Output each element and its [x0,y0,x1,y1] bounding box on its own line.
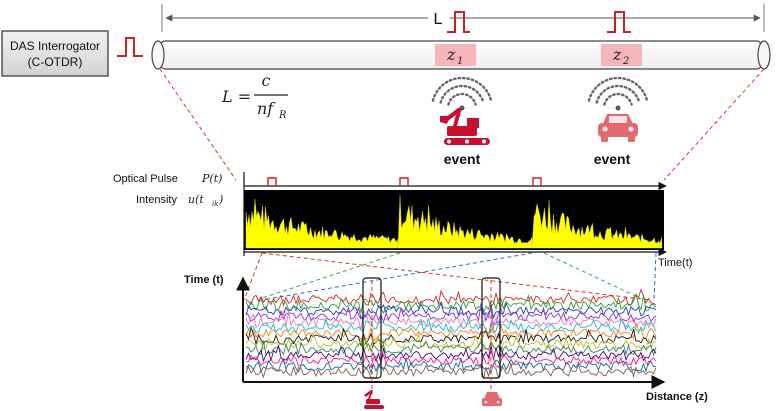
waterfall-trace [245,292,657,315]
fiber-length-label: L [434,11,443,28]
vibration-arc [431,76,493,102]
interrogator-box: DAS Interrogator (C-OTDR) [1,30,109,77]
intensity-trace [245,195,663,249]
formula-lhs: L = [221,87,251,106]
event-z2-label: event [594,151,631,167]
optical-pulse-symbol: P(t) [201,172,222,185]
waterfall-x-label: Distance (z) [646,391,708,403]
vibration-arc [603,92,633,106]
waterfall-trace [245,309,657,331]
waterfall-trace [245,288,657,308]
projection-line [543,252,641,299]
waterfall-traces [245,288,657,380]
pulse-mark [399,177,409,186]
waterfall-trace [245,301,657,320]
excavator-icon [364,390,384,409]
event-z1-label: event [444,151,481,167]
pulse-mark [267,177,277,186]
excavator-icon [440,108,490,145]
formula-denominator: nf [257,99,276,118]
waterfall-trace [245,332,657,354]
optical-pulse-label: Optical Pulse [113,173,178,185]
intensity-close: ) [218,193,223,206]
intensity-symbol: u(t [188,193,204,206]
waterfall-trace [245,340,657,359]
projection-line [261,252,401,299]
projection-line [243,252,263,301]
propagating-pulse-icon [447,11,470,33]
projection-line [261,252,533,301]
formula-numerator: c [262,71,271,90]
event-z1: event [431,76,493,167]
vibration-arc [595,84,641,104]
formula-subscript: R [278,110,287,121]
zone-z1-label: z [446,45,456,64]
zone-z1-subscript: 1 [457,56,463,67]
intensity-subscript: ik [212,200,218,208]
waterfall-trace [245,357,657,375]
zone-z2-label: z [612,45,622,64]
interrogator-subtitle: (C-OTDR) [28,55,83,69]
vibration-arc [439,84,485,104]
car-icon [598,114,638,142]
waterfall-trace [245,317,657,336]
launch-pulse-icon [117,37,143,57]
waterfall-trace [245,362,657,380]
projection-line [663,68,765,181]
vibration-arc [587,76,649,102]
projection-line [653,252,657,301]
intensity-trace-panel [244,190,664,250]
zone-z2-subscript: 2 [622,56,629,67]
projection-line [159,68,237,181]
vibration-source [615,105,621,111]
waterfall-trace [245,344,657,364]
zone-z2: z 2 [601,44,642,67]
intensity-label: Intensity [136,194,177,206]
fiber-length-dimension: L [161,4,765,32]
event-z2: event [587,76,649,167]
vibration-waves-icon [587,76,649,111]
vibration-waves-icon [431,76,493,111]
fiber-length-formula: L = c nf R [221,71,288,121]
pulse-mark [532,177,542,186]
propagating-pulse-icon [607,11,631,33]
signal-time-label: Time(t) [658,257,692,269]
zone-z1: z 1 [435,44,476,67]
waterfall-y-label: Time (t) [184,274,224,286]
car-icon [482,392,502,406]
projection-line [261,252,651,301]
interrogator-title: DAS Interrogator [10,39,100,53]
vibration-arc [447,92,477,106]
waterfall-trace [245,348,657,369]
waterfall-trace [245,303,657,326]
